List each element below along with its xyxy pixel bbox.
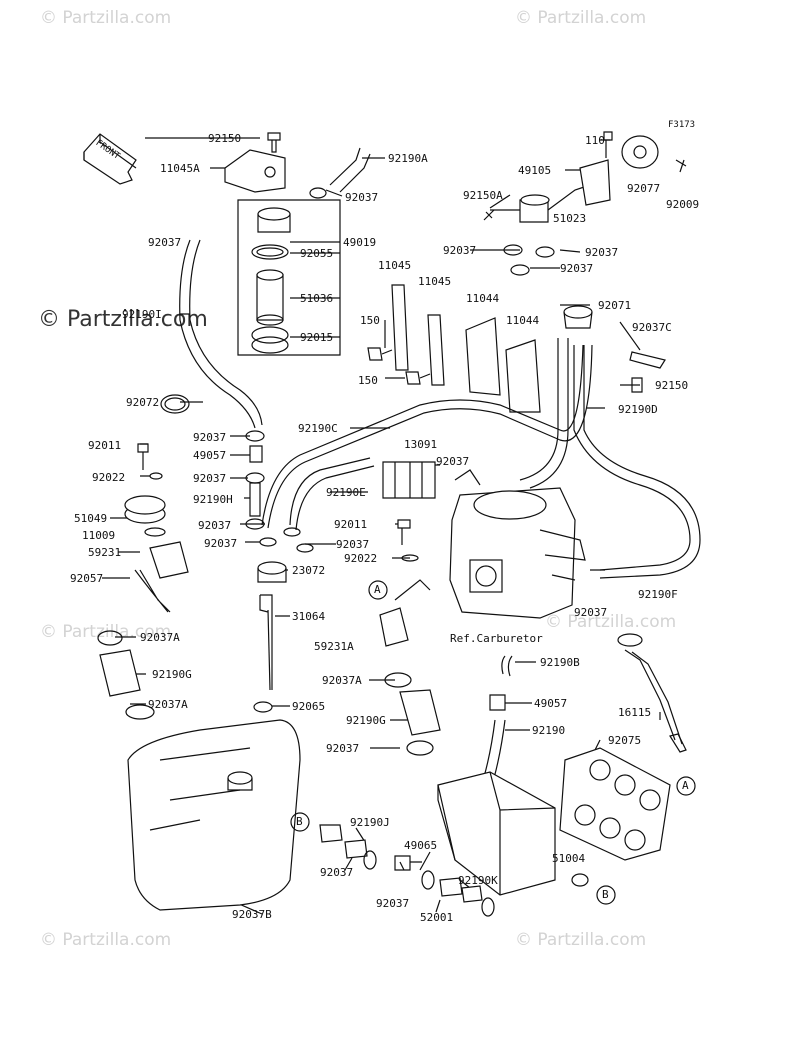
part-label: 92037: [326, 742, 360, 755]
diagram-code: F3173: [668, 120, 696, 130]
part-label: 92037: [436, 455, 470, 468]
part-label: 110: [585, 134, 605, 147]
part-label: 23072: [292, 564, 326, 577]
part-label: 92190H: [193, 493, 233, 506]
part-label: 13091: [404, 438, 438, 451]
part-label: 92037: [560, 262, 594, 275]
part-label: 49105: [518, 164, 552, 177]
part-label: 92022: [92, 471, 126, 484]
part-label: 92037: [193, 472, 227, 485]
callout-a: A: [682, 779, 689, 792]
part-label: 59231: [88, 546, 122, 559]
part-label: 92037: [574, 606, 608, 619]
part-label: 92071: [598, 299, 632, 312]
part-label: 49057: [534, 697, 568, 710]
watermark: © Partzilla.com: [40, 930, 172, 950]
part-label: 11044: [506, 314, 540, 327]
part-label: 11009: [82, 529, 116, 542]
part-label: 92150A: [463, 189, 503, 202]
part-label: 92015: [300, 331, 334, 344]
part-label: 92011: [88, 439, 122, 452]
part-label: 92190E: [326, 486, 366, 499]
part-label: 92037: [336, 538, 370, 551]
part-label: 49057: [193, 449, 227, 462]
part-label: 92037: [204, 537, 238, 550]
part-label: 49065: [404, 839, 438, 852]
watermark: © Partzilla.com: [515, 8, 647, 28]
part-label: 51049: [74, 512, 108, 525]
part-label: 92190: [532, 724, 566, 737]
part-label: 150: [358, 374, 378, 387]
part-label: 11045: [378, 259, 412, 272]
watermark: © Partzilla.com: [515, 930, 647, 950]
part-label: 11044: [466, 292, 500, 305]
part-label: 92150: [208, 132, 242, 145]
callout-b: B: [296, 815, 303, 828]
watermark: © Partzilla.com: [545, 612, 677, 632]
part-label: 16115: [618, 706, 652, 719]
part-label: 11045: [418, 275, 452, 288]
part-label: 92037A: [322, 674, 362, 687]
part-label: 31064: [292, 610, 326, 623]
carburetor-icon: [449, 469, 586, 619]
part-label: 92057: [70, 572, 104, 585]
part-label: 92072: [126, 396, 160, 409]
part-label: 92037: [193, 431, 227, 444]
front-arrow-icon: [83, 133, 137, 185]
part-label: 92037: [443, 244, 477, 257]
part-label: 92037: [320, 866, 354, 879]
callout-b: B: [602, 888, 609, 901]
part-label: 92009: [666, 198, 700, 211]
part-label: 92190B: [540, 656, 580, 669]
part-label: 51004: [552, 852, 586, 865]
part-label: 92190G: [152, 668, 192, 681]
part-label: 92037: [345, 191, 379, 204]
part-label: 92037: [585, 246, 619, 259]
part-label: 92037: [376, 897, 410, 910]
part-label: 92190J: [350, 816, 390, 829]
part-label: 92190A: [388, 152, 428, 165]
part-label: 150: [360, 314, 380, 327]
part-label: 92037A: [140, 631, 180, 644]
part-label: 51036: [300, 292, 334, 305]
callout-a: A: [374, 583, 381, 596]
part-label: 92037: [198, 519, 232, 532]
part-label: 92055: [300, 247, 334, 260]
part-label: 92011: [334, 518, 368, 531]
part-label: 92190I: [122, 308, 162, 321]
part-label: 92077: [627, 182, 661, 195]
part-label: 92037A: [148, 698, 188, 711]
part-label: 92037: [148, 236, 182, 249]
part-label: 92190G: [346, 714, 386, 727]
watermark: © Partzilla.com: [40, 8, 172, 28]
part-label: 51023: [553, 212, 587, 225]
part-label: 92037B: [232, 908, 272, 921]
part-label: 92065: [292, 700, 326, 713]
part-label: 11045A: [160, 162, 200, 175]
part-label: 49019: [343, 236, 377, 249]
part-label: 59231A: [314, 640, 354, 653]
ref-carburetor-label: Ref.Carburetor: [450, 632, 543, 645]
part-label: 92037C: [632, 321, 672, 334]
part-label: 92190F: [638, 588, 678, 601]
part-label: 92190C: [298, 422, 338, 435]
part-label: 92190D: [618, 403, 658, 416]
part-label: 92022: [344, 552, 378, 565]
part-label: 52001: [420, 911, 454, 924]
part-label: 92150: [655, 379, 689, 392]
part-label: 92075: [608, 734, 642, 747]
part-label: 92190K: [458, 874, 498, 887]
